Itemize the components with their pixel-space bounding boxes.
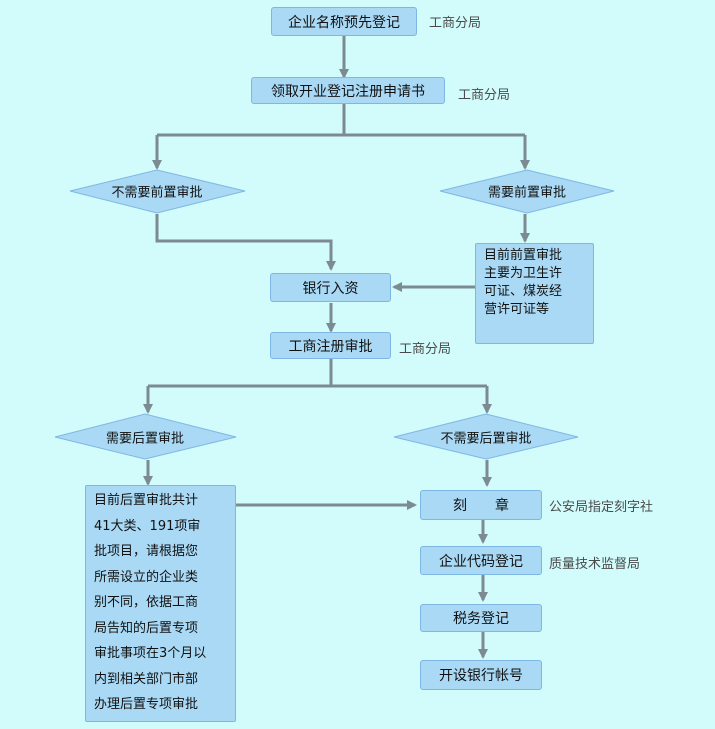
decision-no-pre-label: 不需要前置审批 — [111, 185, 203, 201]
step-bank-account: 开设银行帐号 — [420, 660, 542, 690]
step-get-forms: 领取开业登记注册申请书 — [251, 77, 445, 104]
pre-approval-note: 目前前置审批 主要为卫生许 可证、煤炭经 营许可证等 — [475, 243, 594, 344]
step-tax: 税务登记 — [420, 604, 542, 632]
decision-no-post-label: 不需要后置审批 — [440, 431, 532, 447]
decision-no-pre-diamond — [69, 169, 246, 214]
step-bank-deposit: 银行入资 — [270, 273, 391, 302]
step-org-code: 企业代码登记 — [420, 546, 542, 575]
arrow-no-pre-to-bank — [155, 214, 336, 271]
decision-need-post-diamond — [54, 413, 237, 460]
decision-no-post-diamond — [393, 413, 579, 460]
decision-need-pre-label: 需要前置审批 — [487, 185, 567, 201]
agency-label-police: 公安局指定刻字社 — [549, 500, 654, 515]
post-approval-note: 目前后置审批共计 41大类、191项审 批项目，请根据您 所需设立的企业类 别不… — [85, 485, 236, 722]
agency-label-2: 工商分局 — [458, 88, 511, 103]
agency-label-1: 工商分局 — [429, 16, 482, 31]
step-registration-review: 工商注册审批 — [270, 332, 391, 359]
decision-need-pre-diamond — [439, 169, 615, 214]
step-name-preapproval: 企业名称预先登记 — [271, 7, 417, 36]
agency-label-quality: 质量技术监督局 — [549, 557, 641, 572]
agency-label-3: 工商分局 — [399, 342, 452, 357]
decision-need-post-label: 需要后置审批 — [105, 431, 185, 447]
step-seal: 刻 章 — [420, 490, 542, 520]
